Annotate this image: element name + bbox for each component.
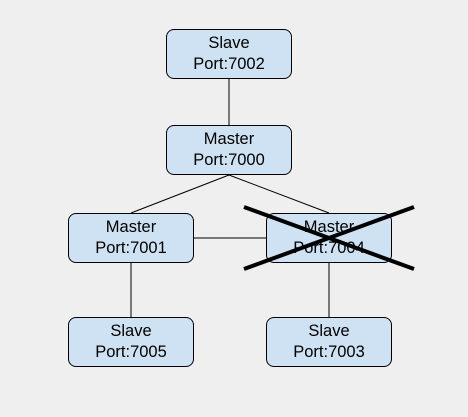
node-role-label: Master: [105, 218, 157, 236]
edge-master-7000-to-master-7004: [228, 174, 330, 214]
node-role-label: Master: [303, 218, 355, 236]
node-port-label: Port:7002: [193, 55, 265, 73]
node-slave-7003: Slave Port:7003: [266, 317, 392, 367]
node-port-label: Port:7001: [95, 239, 167, 257]
node-port-label: Port:7004: [293, 239, 365, 257]
node-port-label: Port:7003: [293, 343, 365, 361]
node-master-7000: Master Port:7000: [166, 125, 292, 175]
node-slave-7005: Slave Port:7005: [68, 317, 194, 367]
edges-layer: [130, 79, 330, 317]
node-role-label: Slave: [110, 322, 152, 340]
node-master-7001: Master Port:7001: [68, 213, 194, 263]
node-role-label: Slave: [308, 322, 350, 340]
node-slave-7002: Slave Port:7002: [166, 29, 292, 79]
node-role-label: Master: [203, 130, 255, 148]
node-port-label: Port:7005: [95, 343, 167, 361]
node-master-7004-failed: Master Port:7004: [266, 213, 392, 263]
node-role-label: Slave: [208, 34, 250, 52]
edge-master-7000-to-master-7001: [130, 174, 230, 214]
node-port-label: Port:7000: [193, 151, 265, 169]
